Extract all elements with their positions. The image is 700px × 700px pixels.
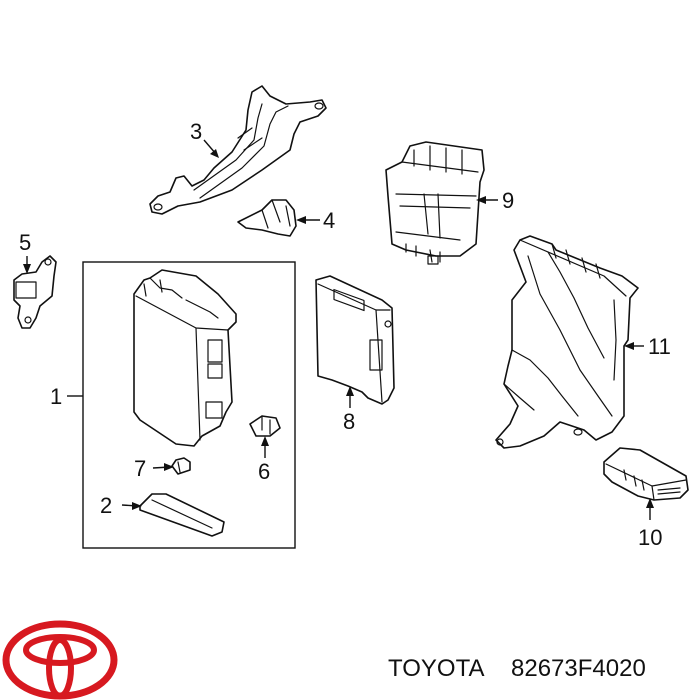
callout-4: 4 [323, 208, 335, 233]
toyota-logo-icon [2, 620, 118, 700]
part-6-clip [249, 415, 281, 437]
part-8-control-module [315, 275, 395, 405]
callout-8: 8 [343, 409, 355, 434]
part-10-connector-module [603, 447, 689, 501]
part-1-computer-assembly [133, 269, 237, 447]
brand-name: TOYOTA [388, 655, 484, 682]
part-3-bracket [149, 85, 327, 215]
part-9-blower-motor [385, 141, 485, 265]
callout-9: 9 [502, 188, 514, 213]
callout-labels: 1 2 3 4 5 6 7 8 9 10 11 [19, 119, 671, 550]
part-2-cover [139, 493, 225, 537]
callout-5: 5 [19, 230, 31, 255]
callout-1: 1 [50, 384, 62, 409]
callout-6: 6 [258, 459, 270, 484]
callout-11: 11 [648, 334, 671, 359]
callout-3: 3 [190, 119, 202, 144]
part-5-sensor [13, 255, 57, 329]
leader-lines [23, 139, 654, 520]
part-4-clip-bracket [237, 199, 297, 237]
part-1-group-frame [82, 261, 296, 549]
callout-7: 7 [134, 456, 146, 481]
callout-10: 10 [638, 525, 662, 550]
part-number: 82673F4020 [511, 655, 646, 682]
part-7-clip [171, 457, 191, 475]
callout-2: 2 [100, 493, 112, 518]
part-11-housing-bracket [495, 235, 639, 449]
